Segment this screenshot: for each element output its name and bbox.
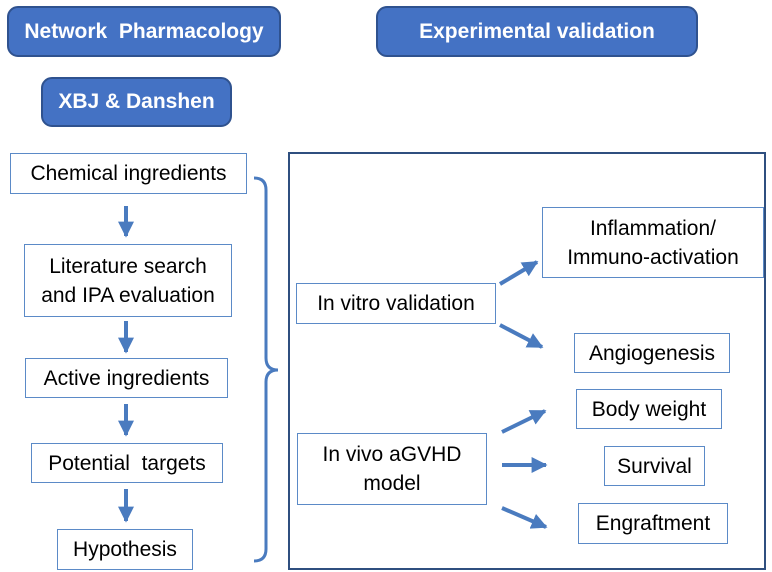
body-weight-box: Body weight: [576, 389, 722, 429]
survival-box: Survival: [604, 446, 705, 486]
angiogenesis-box: Angiogenesis: [574, 333, 730, 373]
in-vivo-agvhd-box: In vivo aGVHD model: [297, 433, 487, 505]
xbj-danshen-header: XBJ & Danshen: [41, 77, 232, 127]
in-vitro-validation-box: In vitro validation: [296, 283, 496, 324]
experimental-validation-header: Experimental validation: [376, 6, 698, 57]
active-ingredients-box: Active ingredients: [25, 358, 228, 398]
arrow-to-inflammation: [498, 260, 539, 286]
grouping-bracket: [253, 176, 279, 563]
validation-frame: [288, 152, 766, 570]
arrow-to-engraftment: [501, 506, 548, 529]
engraftment-box: Engraftment: [578, 503, 728, 544]
arrow-to-body-weight: [501, 409, 547, 434]
network-pharmacology-header: Network Pharmacology: [7, 6, 281, 57]
hypothesis-box: Hypothesis: [57, 529, 193, 570]
literature-search-box: Literature search and IPA evaluation: [24, 244, 232, 317]
chemical-ingredients-box: Chemical ingredients: [10, 153, 247, 194]
inflammation-box: Inflammation/ Immuno-activation: [542, 207, 764, 278]
potential-targets-box: Potential targets: [31, 443, 223, 483]
arrow-to-angiogenesis: [499, 323, 544, 349]
